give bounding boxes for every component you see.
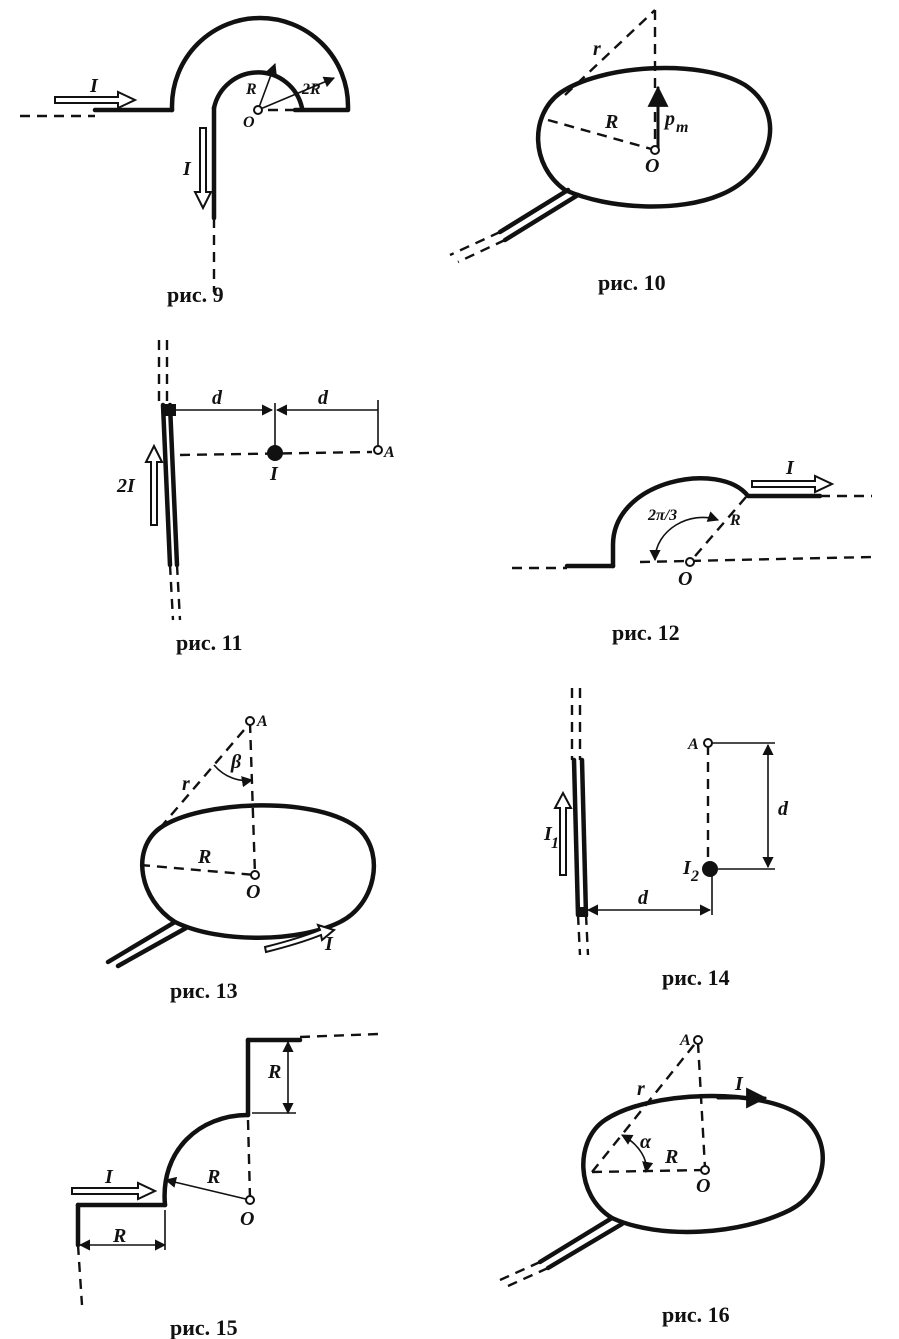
center-point — [685, 557, 695, 567]
caption: рис. 15 — [170, 1315, 238, 1339]
current-arrow-right — [54, 90, 138, 110]
label-i1: I — [543, 823, 553, 845]
caption: рис. 16 — [662, 1302, 730, 1327]
current-arrow-up — [553, 790, 573, 876]
figure-9: I I R 2R O рис. 9 — [20, 15, 351, 307]
label-radius: R — [664, 1146, 678, 1168]
figure-11: d d 2I I A рис. 11 — [116, 340, 395, 655]
center-point — [650, 145, 660, 155]
current-arrow-right — [71, 1181, 158, 1201]
caption: рис. 11 — [176, 630, 242, 655]
label-current: I — [89, 75, 99, 97]
label-center: O — [240, 1208, 254, 1230]
label-current-down: I — [182, 158, 192, 180]
label-r-bottom: R — [112, 1225, 126, 1247]
caption: рис. 13 — [170, 978, 238, 1003]
point-a — [373, 445, 383, 455]
label-radius-2: 2R — [301, 81, 321, 98]
point-a — [693, 1035, 703, 1045]
label-radius: R — [729, 512, 741, 529]
label-center: O — [243, 114, 255, 131]
label-current-wire: 2I — [116, 475, 136, 497]
current-arrow-right — [751, 474, 835, 494]
label-point: A — [679, 1032, 691, 1049]
label-radius: R — [197, 846, 211, 868]
label-point: A — [383, 444, 395, 461]
current-point — [267, 445, 283, 461]
center-point — [700, 1165, 710, 1175]
label-angle: 2π/3 — [647, 507, 677, 524]
caption: рис. 14 — [662, 965, 730, 990]
label-current: I — [734, 1073, 744, 1095]
current-arrow-down — [193, 127, 213, 211]
label-current: I — [324, 933, 334, 955]
label-r-top: R — [267, 1061, 281, 1083]
label-current: I — [785, 457, 795, 479]
center-point — [250, 870, 260, 880]
label-radius: R — [245, 81, 257, 98]
label-center: O — [678, 568, 692, 590]
current-arrow-up — [144, 443, 164, 526]
caption: рис. 10 — [598, 270, 666, 295]
label-d-horizontal: d — [638, 887, 649, 909]
label-radius: R — [206, 1166, 220, 1188]
label-i2-sub: 2 — [690, 868, 699, 885]
point-a — [245, 716, 255, 726]
figure-16: A r I α R O рис. 16 — [499, 1032, 825, 1327]
label-beta: β — [230, 751, 242, 773]
label-d-vertical: d — [778, 798, 789, 820]
label-point: A — [256, 713, 268, 730]
figure-12: I 2π/3 R O рис. 12 — [512, 457, 873, 645]
label-moment-sub: m — [676, 119, 688, 136]
figure-13: A β r R O I рис. 13 — [105, 713, 376, 1003]
current-point — [702, 861, 718, 877]
label-moment: p — [663, 108, 675, 130]
label-r: r — [593, 38, 601, 60]
center-point — [245, 1195, 255, 1205]
label-d1: d — [212, 387, 223, 409]
label-point: A — [687, 736, 699, 753]
label-center: O — [645, 155, 659, 177]
label-current-point: I — [269, 463, 279, 485]
center-point — [253, 105, 263, 115]
figure-10: r R p m O рис. 10 — [449, 9, 773, 295]
label-center: O — [696, 1175, 710, 1197]
caption: рис. 9 — [167, 282, 224, 307]
label-i2: I — [682, 857, 692, 879]
current-arrow — [263, 923, 337, 954]
label-radius: R — [604, 111, 618, 133]
label-current: I — [104, 1166, 114, 1188]
figure-15: R I R O R рис. 15 — [71, 1032, 379, 1339]
label-r: r — [637, 1078, 645, 1100]
caption: рис. 12 — [612, 620, 680, 645]
label-alpha: α — [640, 1131, 652, 1153]
label-r: r — [182, 773, 190, 795]
label-d2: d — [318, 387, 329, 409]
figure-14: A d I 1 I 2 d рис. 14 — [543, 688, 789, 990]
point-a — [703, 738, 713, 748]
label-center: O — [246, 881, 260, 903]
label-i1-sub: 1 — [551, 835, 559, 852]
